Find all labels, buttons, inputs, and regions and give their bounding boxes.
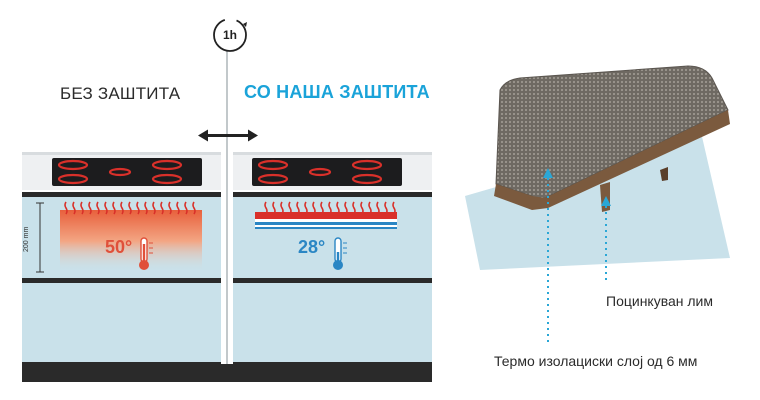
timer-icon	[213, 18, 247, 52]
insulation-layer	[255, 212, 397, 229]
thermometer-hot-icon	[139, 237, 153, 270]
galvanized-sheet-label: Поцинкуван лим	[606, 293, 714, 309]
right-cooktop	[252, 158, 402, 186]
left-cooktop	[52, 158, 202, 186]
cool-temperature: 28°	[298, 237, 326, 257]
with-protection-label: СО НАША ЗАШТИТА	[244, 82, 430, 102]
pointer-lines	[547, 172, 607, 342]
galvanized-sheet-edge	[494, 110, 730, 210]
insulation-layer-label: Термо изолациски слој од 6 мм	[494, 353, 698, 369]
dimension-label: 200 mm	[23, 226, 30, 252]
without-protection-label: БЕЗ ЗАШТИТА	[60, 84, 181, 103]
heat-waves	[64, 201, 196, 215]
double-arrow-icon	[198, 129, 258, 142]
hot-temperature: 50°	[105, 237, 133, 257]
thermometer-cool-icon	[333, 237, 347, 270]
cabinet-plinth	[22, 362, 432, 382]
timer-label: 1h	[222, 28, 237, 42]
left-heat-zone	[60, 210, 202, 272]
dimension-marker	[36, 202, 44, 273]
detail-cabinet-side	[465, 128, 730, 270]
